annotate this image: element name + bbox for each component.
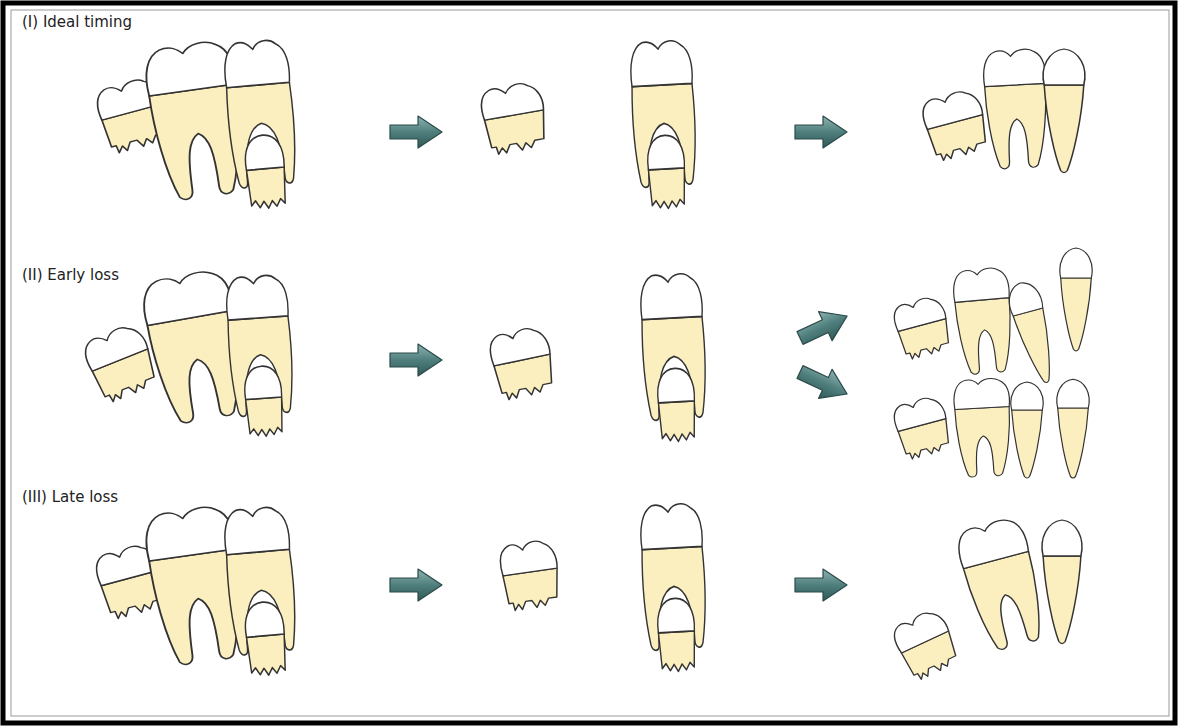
row-label: (II) Early loss	[20, 266, 121, 284]
row-label: (I) Ideal timing	[20, 13, 134, 31]
row-label: (III) Late loss	[20, 488, 120, 506]
